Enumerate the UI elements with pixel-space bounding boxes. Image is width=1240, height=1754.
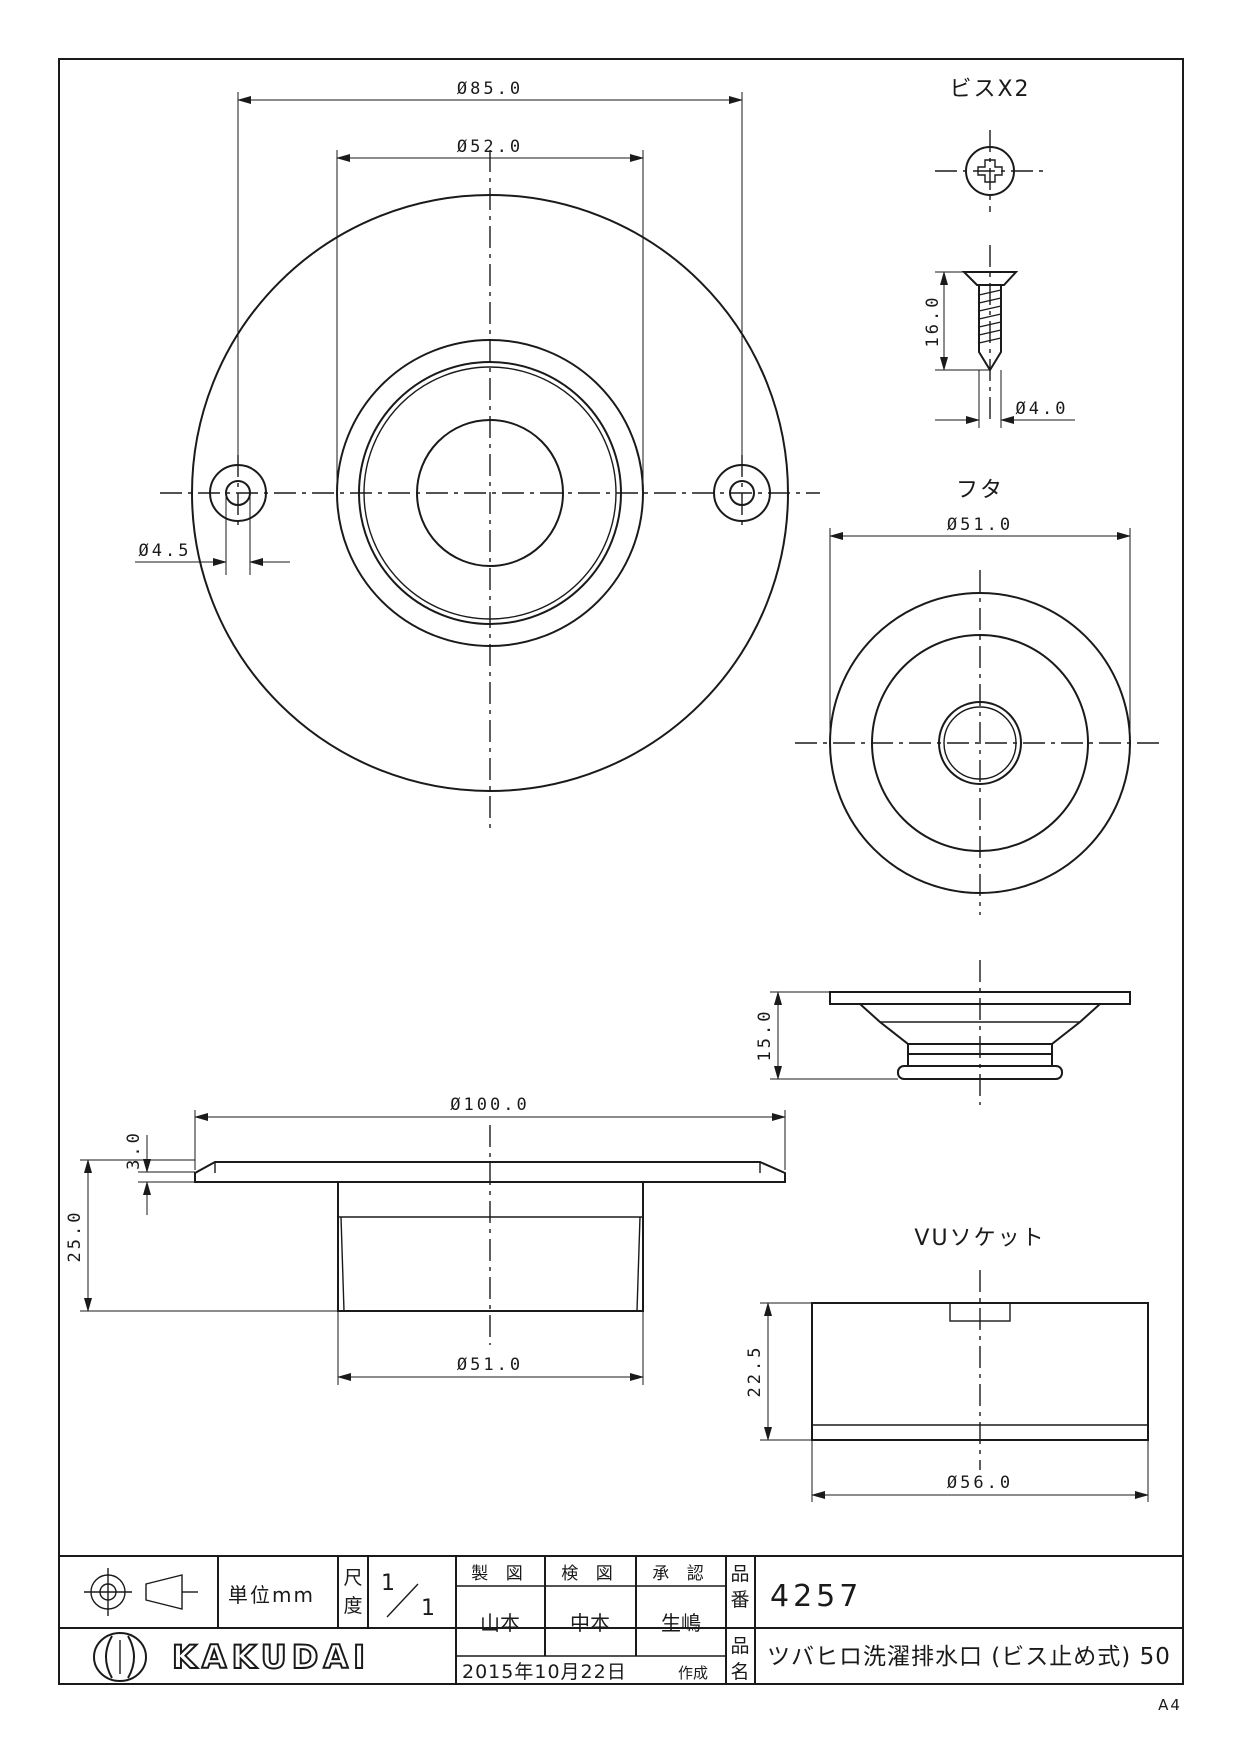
label-lid: フタ <box>956 478 1004 503</box>
company-name: KAKUDAI <box>172 1638 370 1676</box>
part-no-label-1: 品 <box>730 1563 749 1585</box>
dim-plate-dia: Ø100.0 <box>450 1095 529 1115</box>
dim-lid-height: 15.0 <box>755 1009 775 1062</box>
dim-flange-outer: Ø85.0 <box>457 79 523 99</box>
dim-socket-height: 22.5 <box>745 1345 765 1398</box>
lid-side-view <box>770 960 1131 1105</box>
paper-size: A4 <box>1158 1696 1182 1714</box>
dim-body-height: 25.0 <box>65 1210 85 1263</box>
top-view-flange <box>135 92 820 830</box>
screw-head-view <box>935 130 1045 212</box>
socket-side-view <box>760 1270 1149 1502</box>
part-no-label-2: 番 <box>730 1589 749 1611</box>
dim-socket-dia: Ø56.0 <box>947 1473 1013 1493</box>
unit-label: 単位mm <box>228 1583 315 1607</box>
checked-by-label: 検 図 <box>561 1564 618 1584</box>
dim-flange-inner: Ø52.0 <box>457 137 523 157</box>
label-screws: ビスX2 <box>949 77 1030 102</box>
scale-numerator: 1 <box>381 1571 395 1596</box>
drawn-by-label: 製 図 <box>471 1564 528 1584</box>
screw-side-view <box>935 245 1075 428</box>
drawing-date: 2015年10月22日 <box>462 1661 627 1683</box>
approved-by-label: 承 認 <box>652 1564 709 1584</box>
projection-symbol-icon <box>84 1568 198 1616</box>
checked-by-name: 中本 <box>570 1611 610 1635</box>
approved-by-name: 生嶋 <box>661 1611 701 1635</box>
dim-screw-length: 16.0 <box>923 295 943 348</box>
body-side-view <box>80 1110 786 1385</box>
scale-label-2: 度 <box>343 1595 362 1617</box>
dim-body-dia: Ø51.0 <box>457 1355 523 1375</box>
lid-top-view <box>795 528 1165 915</box>
drawing-border <box>58 58 1184 1685</box>
product-name: ツバヒロ洗濯排水口 (ビス止め式) 50 <box>767 1644 1171 1670</box>
scale-denominator: 1 <box>421 1596 435 1621</box>
drawn-by-name: 山本 <box>480 1611 520 1635</box>
kakudai-logo-icon <box>93 1632 147 1682</box>
part-number: 4257 <box>770 1579 862 1614</box>
name-label-1: 品 <box>730 1635 749 1657</box>
dim-hole: Ø4.5 <box>139 541 192 561</box>
title-block <box>59 1555 1183 1684</box>
name-label-2: 名 <box>730 1661 749 1683</box>
label-socket: VUソケット <box>914 1226 1045 1251</box>
scale-label-1: 尺 <box>343 1567 362 1589</box>
dim-plate-thickness: 3.0 <box>124 1130 144 1170</box>
created-label: 作成 <box>678 1664 708 1682</box>
dim-lid-dia: Ø51.0 <box>947 515 1013 535</box>
dim-screw-dia: Ø4.0 <box>1016 399 1069 419</box>
